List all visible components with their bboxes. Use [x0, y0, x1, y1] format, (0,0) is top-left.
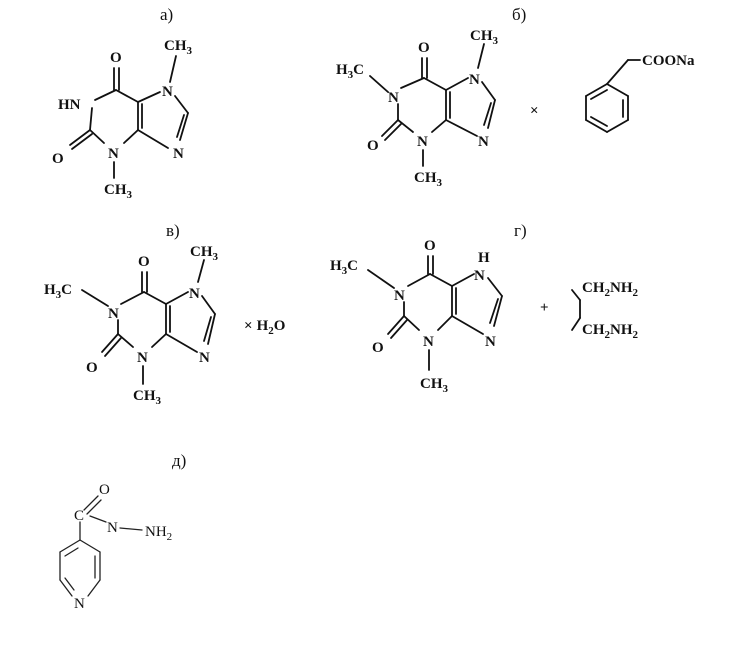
atom-b-n1: N — [388, 90, 399, 106]
structure-v — [81, 259, 216, 385]
atom-g-n1: N — [394, 288, 405, 304]
atom-a-hn: HN — [58, 97, 81, 113]
atom-g-n3: N — [423, 334, 434, 350]
atom-g-h: H — [478, 250, 490, 266]
atom-d-c: C — [74, 508, 84, 524]
atom-a-n7: N — [162, 84, 173, 100]
atom-v-ch3-top: CH3 — [190, 244, 219, 263]
atom-a-o-top: O — [110, 50, 122, 66]
atom-g-h3c: H3C — [330, 258, 358, 277]
atom-d-o: O — [99, 482, 110, 498]
atom-b-ch3-top: CH3 — [470, 28, 499, 47]
atom-a-n3: N — [108, 146, 119, 162]
atom-b-o-left: O — [367, 138, 379, 154]
atom-a-ch3-bottom: CH3 — [104, 182, 133, 201]
structure-d — [59, 495, 143, 597]
label-a: а) — [160, 5, 173, 24]
ethylenediamine-top: CH2NH2 — [582, 280, 639, 299]
atom-a-o-left: O — [52, 151, 64, 167]
atom-v-n1: N — [108, 306, 119, 322]
hydrate-label: ×H2O — [244, 318, 285, 337]
atom-v-n7: N — [189, 286, 200, 302]
label-g: г) — [514, 221, 527, 240]
atom-a-n9: N — [173, 146, 184, 162]
multiply-sign-b: × — [530, 103, 539, 119]
atom-d-nh2: NH2 — [145, 524, 172, 543]
atom-g-ch3-bottom: CH3 — [420, 376, 449, 395]
atom-g-o-top: O — [424, 238, 436, 254]
label-b: б) — [512, 5, 526, 24]
label-v: в) — [166, 221, 180, 240]
plus-sign: + — [540, 300, 549, 316]
ethylenediamine-bottom: CH2NH2 — [582, 322, 639, 341]
atom-b-n3: N — [417, 134, 428, 150]
structure-b — [369, 43, 641, 167]
atom-v-o-top: O — [138, 254, 150, 270]
atom-g-n7: N — [474, 268, 485, 284]
atom-b-coona: COONa — [642, 53, 695, 69]
atom-v-h3c: H3C — [44, 282, 72, 301]
atom-b-h3c: H3C — [336, 62, 364, 81]
atom-b-n7: N — [469, 72, 480, 88]
atom-v-o-left: O — [86, 360, 98, 376]
atom-g-o-left: O — [372, 340, 384, 356]
atom-v-n9: N — [199, 350, 210, 366]
atom-g-n9: N — [485, 334, 496, 350]
atom-v-n3: N — [137, 350, 148, 366]
atom-v-ch3-bottom: CH3 — [133, 388, 162, 407]
atom-d-pyridine-n: N — [74, 596, 85, 612]
structure-g — [367, 255, 581, 371]
atom-a-ch3-top: CH3 — [164, 38, 193, 57]
structure-a — [69, 55, 189, 179]
atom-d-nh: N — [107, 520, 118, 536]
atom-b-ch3-bottom: CH3 — [414, 170, 443, 189]
atom-b-o-top: O — [418, 40, 430, 56]
label-d: д) — [172, 451, 186, 470]
atom-b-n9: N — [478, 134, 489, 150]
